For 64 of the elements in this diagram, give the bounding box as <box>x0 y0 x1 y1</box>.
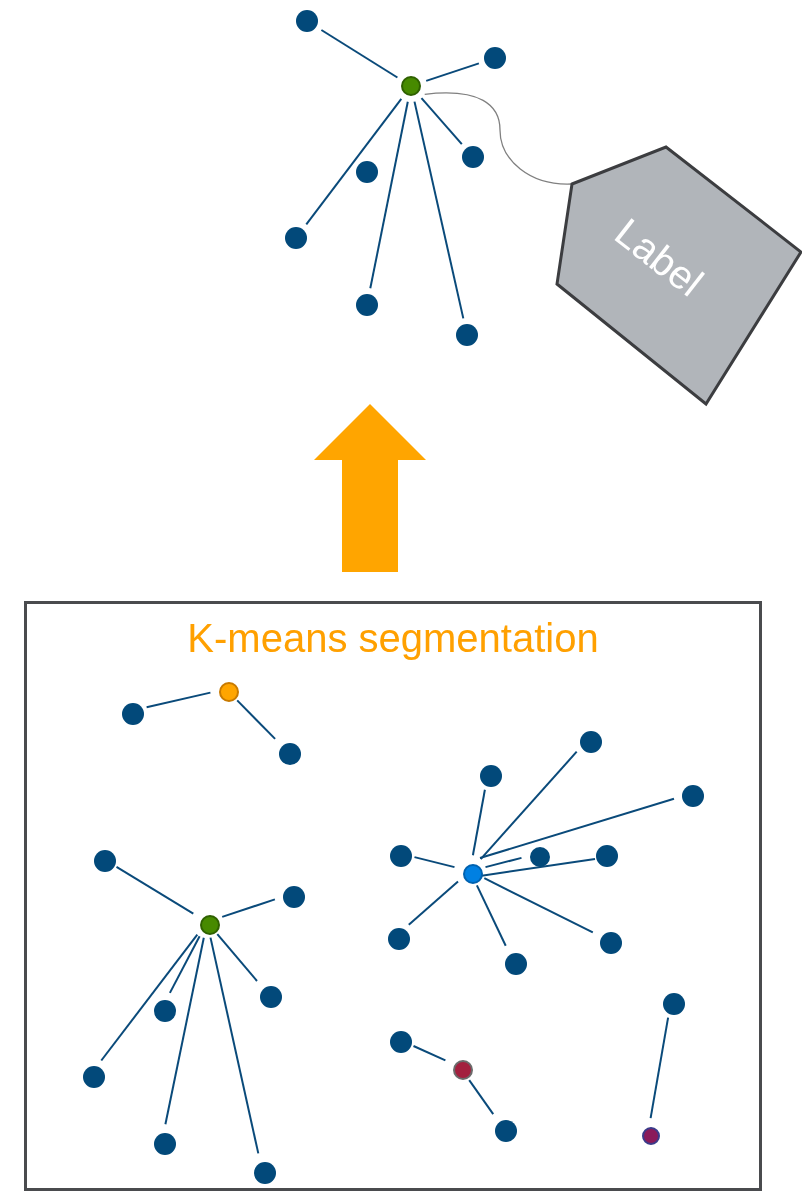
dot-marker <box>254 1162 276 1184</box>
dot-marker <box>480 765 502 787</box>
connector-line <box>479 750 578 861</box>
connector-line <box>649 1016 670 1120</box>
connector-line <box>413 100 465 320</box>
dot-marker <box>390 1031 412 1053</box>
connector-line <box>100 933 199 1062</box>
dot-marker <box>390 845 412 867</box>
connector-line <box>168 935 201 994</box>
connector-line <box>369 100 409 290</box>
connector-line <box>412 1045 447 1062</box>
dot-marker <box>530 847 550 867</box>
connector-line <box>471 788 486 857</box>
dot-marker <box>154 1000 176 1022</box>
dot-marker <box>596 845 618 867</box>
dot-marker <box>122 703 144 725</box>
dot-marker <box>580 731 602 753</box>
panel-title: K-means segmentation <box>186 616 600 661</box>
connector-line <box>209 936 260 1155</box>
dot-marker <box>495 1120 517 1142</box>
dot-marker <box>462 146 484 168</box>
connector-line <box>221 898 276 918</box>
dot-marker <box>663 993 685 1015</box>
curved-connector <box>424 92 573 185</box>
connector-line <box>413 856 456 869</box>
dot-marker <box>94 850 116 872</box>
dot-marker <box>83 1066 105 1088</box>
dot-marker <box>682 785 704 807</box>
connector-line <box>420 97 463 146</box>
dot-marker <box>279 743 301 765</box>
connector-line <box>484 856 523 869</box>
centroid-marker <box>453 1060 473 1080</box>
tag-shape <box>555 145 802 407</box>
connector-line <box>483 877 594 934</box>
dot-marker <box>154 1133 176 1155</box>
dot-marker <box>456 324 478 346</box>
dot-marker <box>296 10 318 32</box>
connector-line <box>236 699 277 740</box>
connector-line <box>475 884 507 947</box>
dot-marker <box>260 986 282 1008</box>
centroid-marker <box>642 1127 660 1145</box>
cluster-panel <box>24 601 762 1191</box>
connector-line <box>305 97 403 226</box>
centroid-marker <box>401 76 421 96</box>
connector-line <box>468 1079 495 1116</box>
dot-marker <box>388 928 410 950</box>
connector-line <box>216 933 258 982</box>
connector-line <box>425 62 480 82</box>
dot-marker <box>505 953 527 975</box>
connector-line <box>145 691 212 709</box>
dot-marker <box>356 294 378 316</box>
connector-line <box>407 880 459 926</box>
connector-line <box>479 797 675 859</box>
dot-marker <box>484 47 506 69</box>
dot-marker <box>600 932 622 954</box>
connector-line <box>164 936 205 1126</box>
centroid-marker <box>200 915 220 935</box>
connector-line <box>115 865 195 915</box>
dot-marker <box>356 161 378 183</box>
centroid-marker <box>463 864 483 884</box>
connector-line <box>320 29 399 79</box>
dot-marker <box>283 886 305 908</box>
dot-marker <box>285 227 307 249</box>
centroid-marker <box>219 682 239 702</box>
